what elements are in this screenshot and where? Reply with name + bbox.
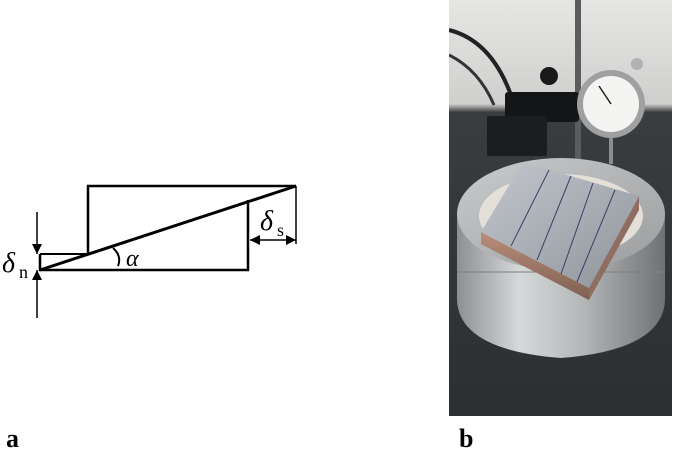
specimen-top-surface <box>481 162 639 288</box>
shear-arrow-left <box>250 235 260 245</box>
specimen-photo-illustration <box>448 0 672 416</box>
panel-label-a: a <box>6 424 19 453</box>
normal-displacement-subscript: n <box>19 262 28 282</box>
cable-2 <box>448 53 496 106</box>
lower-block-outline <box>38 200 250 272</box>
panel-b-photo <box>448 0 672 416</box>
specimen-side <box>481 232 589 300</box>
specimen-line-1 <box>510 169 550 247</box>
shear-arrow-right <box>286 235 296 245</box>
specimen-line-3 <box>560 182 594 275</box>
normal-arrow-up <box>32 270 42 280</box>
shear-displacement-subscript: s <box>277 220 284 240</box>
dial-plunger <box>609 138 613 164</box>
specimen-line-2 <box>536 175 572 261</box>
angle-arc <box>112 247 121 267</box>
dial-gauge-bezel-knob <box>631 58 643 70</box>
shear-joint-diagram: α δ n δ s <box>2 184 297 318</box>
panel-a-diagram: α δ n δ s <box>0 0 320 458</box>
stand-pole <box>575 0 581 160</box>
specimen-side-right <box>589 196 639 300</box>
dial-holder-block <box>505 92 579 122</box>
upper-block-outline <box>86 184 296 254</box>
joint-line <box>39 184 297 272</box>
shear-displacement-label: δ <box>260 206 274 237</box>
angle-symbol: α <box>126 246 139 272</box>
specimen-line-4 <box>576 189 616 283</box>
clamp-knob <box>540 67 558 85</box>
normal-arrow-down <box>32 244 42 254</box>
dial-gauge-needle <box>598 85 612 105</box>
panel-label-b: b <box>459 424 474 453</box>
normal-displacement-label: δ <box>2 248 16 279</box>
dial-holder-base <box>487 116 547 156</box>
